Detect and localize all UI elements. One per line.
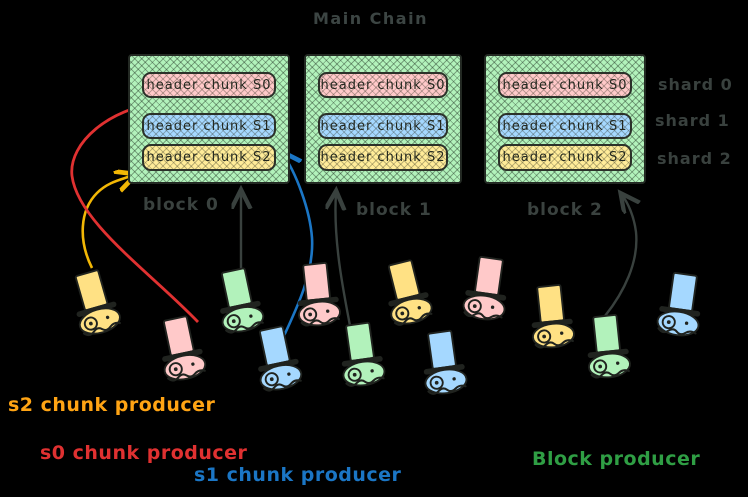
arrow-block-producer-to-block2	[604, 195, 636, 317]
legend-block-producer: Block producer	[532, 448, 701, 470]
producer-block-green	[203, 263, 277, 349]
producer-icon	[587, 314, 631, 379]
arrow-s0-producer-to-block0	[70, 104, 200, 323]
producer-icon	[531, 284, 575, 349]
producer-s0-pink	[145, 311, 219, 397]
producer-icon	[162, 315, 207, 382]
producer-s1-blue	[645, 268, 715, 351]
block2-header-chunk-s2: header chunk S2	[498, 144, 632, 171]
legend-s2-chunk-producer: s2 chunk producer	[8, 394, 216, 416]
block0-header-chunk-s1: header chunk S1	[142, 113, 276, 139]
producer-icon	[341, 321, 386, 387]
block2-header-chunk-s0: header chunk S0	[498, 72, 632, 98]
shard1-label: shard 1	[655, 111, 730, 130]
block1-header-chunk-s2: header chunk S2	[318, 144, 448, 171]
producer-icon	[297, 262, 341, 327]
block-0: header chunk S0 header chunk S1 header c…	[128, 54, 290, 184]
block1-header-chunk-s1: header chunk S1	[318, 113, 448, 139]
arrow-s1-producer-to-block0	[282, 153, 314, 341]
block2-header-chunk-s1: header chunk S1	[498, 113, 632, 139]
block-2: header chunk S0 header chunk S1 header c…	[484, 54, 646, 184]
block0-header-chunk-s0: header chunk S0	[142, 72, 276, 98]
producer-icon	[387, 259, 433, 326]
shard0-label: shard 0	[658, 75, 733, 94]
producer-icon	[423, 329, 468, 395]
producer-s1-blue	[409, 326, 479, 409]
producer-block-green	[327, 318, 397, 401]
producer-s1-blue	[241, 321, 315, 407]
producer-icon	[258, 325, 303, 392]
producer-s0-pink	[451, 252, 521, 335]
legend-s0-chunk-producer: s0 chunk producer	[40, 442, 248, 464]
producer-icon	[462, 255, 507, 321]
shard2-label: shard 2	[657, 149, 732, 168]
block0-header-chunk-s2: header chunk S2	[142, 144, 276, 171]
producer-block-green	[574, 311, 642, 392]
block1-header-chunk-s0: header chunk S0	[318, 72, 448, 98]
producer-icon	[220, 267, 265, 334]
block2-label: block 2	[527, 200, 603, 220]
producer-s2-yellow	[57, 263, 135, 352]
producer-icon	[74, 269, 121, 337]
producer-icon	[656, 271, 701, 337]
producer-s0-pink	[284, 259, 352, 340]
diagram-title: Main Chain	[313, 9, 428, 28]
producer-s2-yellow	[518, 281, 586, 362]
legend-s1-chunk-producer: s1 chunk producer	[194, 464, 402, 486]
arrow-s2-producer-to-block0	[81, 175, 134, 269]
arrow-block-producer-to-block1	[335, 193, 354, 337]
block1-label: block 1	[356, 200, 432, 220]
block0-label: block 0	[143, 195, 219, 215]
block-1: header chunk S0 header chunk S1 header c…	[304, 54, 462, 184]
producer-s2-yellow	[370, 254, 446, 341]
